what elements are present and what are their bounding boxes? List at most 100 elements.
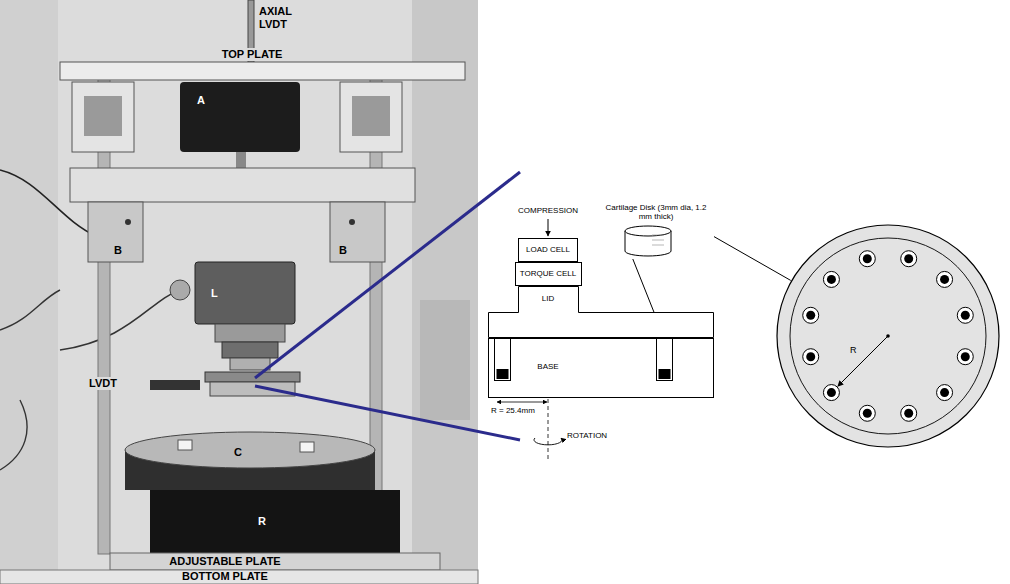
bolt (125, 219, 131, 225)
sample-well (901, 251, 917, 267)
cartilage-sample (904, 254, 913, 263)
sample-well (937, 385, 953, 401)
photo-wall (412, 0, 478, 584)
base-outline (488, 338, 714, 398)
sample-well (859, 251, 875, 267)
cartilage-sample (961, 311, 970, 320)
part-label: ADJUSTABLE PLATE (130, 555, 320, 568)
sample-well (823, 271, 839, 287)
label-slot: LVDT (88, 377, 118, 390)
label-slot: ROTATION (566, 431, 608, 440)
part-name: LOAD CELL (526, 245, 570, 254)
cartilage-sample (961, 352, 970, 361)
cartilage-sample (497, 369, 509, 379)
lab-bottle (420, 300, 470, 420)
sample-well (957, 307, 973, 323)
bottom-plate (0, 570, 478, 584)
disk-outline (598, 225, 714, 259)
axis-line (548, 399, 549, 462)
cable (0, 400, 27, 470)
zoom-line (255, 386, 520, 440)
sample-well (859, 251, 875, 267)
photo-ground (0, 0, 478, 584)
disk-mark (652, 235, 664, 236)
sample-well (803, 307, 819, 323)
label-slot: ADJUSTABLE PLATE (130, 555, 320, 568)
groove (657, 339, 673, 381)
cartilage-sample (659, 369, 671, 379)
cartilage-sample (827, 275, 836, 284)
cartilage-sample (806, 352, 815, 361)
cartilage-sample (806, 311, 815, 320)
sample-well (957, 349, 973, 365)
rotary-platform (125, 432, 375, 468)
part-name: LID (518, 286, 578, 303)
cable (0, 290, 60, 330)
base-outline (489, 339, 714, 398)
label-slot: B (338, 244, 348, 257)
label-slot: C (233, 446, 243, 459)
rotation-arrow (534, 438, 562, 445)
circle-part: R (776, 224, 1000, 448)
sample-well (901, 405, 917, 421)
sample-well (823, 385, 839, 401)
label-slot: COMPRESSION (508, 206, 588, 215)
sample-well (803, 307, 819, 323)
load-cell-housing (195, 262, 295, 324)
crosshead (70, 168, 415, 202)
label-slot: L (210, 287, 219, 300)
cartilage-sample (863, 409, 872, 418)
cartilage-sample (904, 409, 913, 418)
top-plate (60, 62, 465, 80)
apparatus-photo (0, 0, 478, 584)
zoom-line (255, 172, 520, 378)
part-label: B (338, 244, 348, 257)
bearing-block (88, 202, 143, 262)
sample-well (803, 349, 819, 365)
bearing-block (330, 202, 385, 262)
part-label: R = 25.4mm (490, 406, 536, 415)
coupling (222, 342, 278, 358)
clamp (300, 442, 314, 452)
disk-mark (652, 245, 664, 246)
cartilage-sample (940, 275, 949, 284)
label-slot: TOP PLATE (212, 48, 292, 61)
coupling (230, 358, 270, 370)
rect-part: TORQUE CELL (515, 262, 582, 286)
part-name: Cartilage Disk (3mm dia, 1.2 mm thick) (598, 203, 714, 221)
sample-well (957, 307, 973, 323)
motor (180, 82, 300, 152)
disk-part: Cartilage Disk (3mm dia, 1.2 mm thick) (598, 203, 714, 259)
part-label: R (257, 515, 267, 528)
sample-well (823, 271, 839, 287)
lid-outline (489, 287, 714, 338)
groove (495, 339, 511, 381)
adjustable-plate (110, 553, 440, 570)
dimension-line (497, 402, 547, 403)
rotary-motor (150, 490, 400, 553)
part-label: COMPRESSION (508, 206, 588, 215)
sample-well (823, 385, 839, 401)
test-chamber (210, 382, 295, 396)
part-name: TORQUE CELL (520, 269, 576, 278)
label-slot: AXIAL LVDT (258, 5, 298, 30)
cable (60, 290, 180, 350)
lvdt-sensor (150, 380, 200, 390)
part-label: AXIAL LVDT (258, 5, 298, 30)
label-slot: R = 25.4mm (490, 406, 536, 415)
radius-arrow (838, 336, 888, 386)
label-slot: BOTTOM PLATE (130, 570, 320, 583)
rect-part: LOAD CELL (518, 238, 578, 262)
base-top-view (777, 225, 999, 447)
force-arrow (548, 219, 549, 236)
part-name: BASE (518, 338, 578, 371)
part-label: BOTTOM PLATE (130, 570, 320, 583)
sample-well (937, 385, 953, 401)
label-slot: B (113, 244, 123, 257)
disk-mark (652, 240, 664, 241)
part-label: LVDT (88, 377, 118, 390)
cartilage-sample (827, 388, 836, 397)
leader-line (714, 237, 791, 281)
